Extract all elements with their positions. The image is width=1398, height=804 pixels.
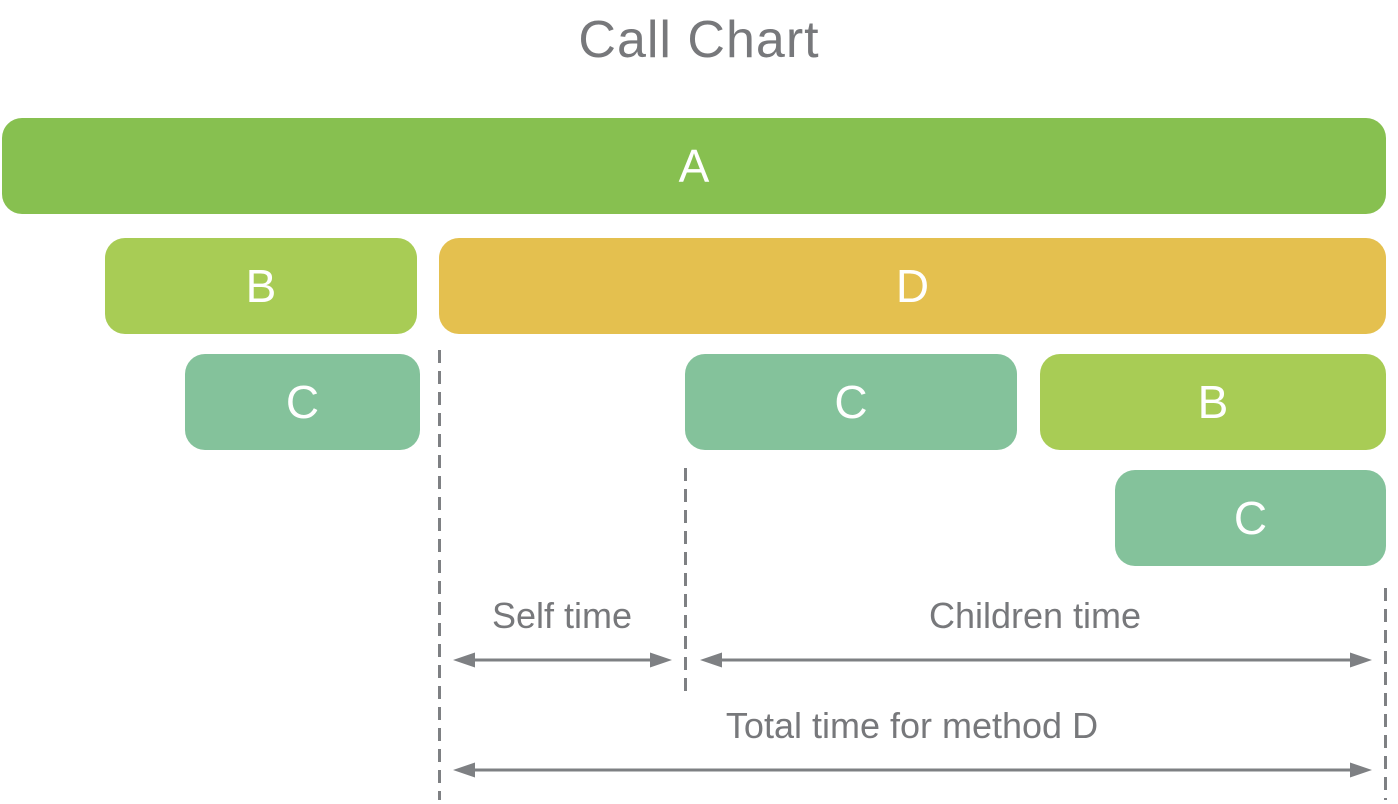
dashed-guide-d-start [438, 350, 441, 800]
arrow-children-time [700, 652, 1372, 668]
dashed-guide-d-self-end [684, 468, 687, 692]
call-bar-b2: B [1040, 354, 1386, 450]
chart-title: Call Chart [578, 11, 820, 69]
self-time-label: Self time [491, 595, 633, 636]
arrow-self-time [453, 652, 672, 668]
dashed-guide-d-end [1384, 588, 1387, 800]
call-bar-c1: C [185, 354, 420, 450]
call-bar-b1: B [105, 238, 417, 334]
total-time-label: Total time for method D [725, 705, 1099, 746]
call-bar-a: A [2, 118, 1386, 214]
call-bar-c2: C [685, 354, 1017, 450]
call-bar-c3: C [1115, 470, 1386, 566]
arrow-total-time [453, 762, 1372, 778]
call-bar-d: D [439, 238, 1386, 334]
children-time-label: Children time [928, 595, 1142, 636]
